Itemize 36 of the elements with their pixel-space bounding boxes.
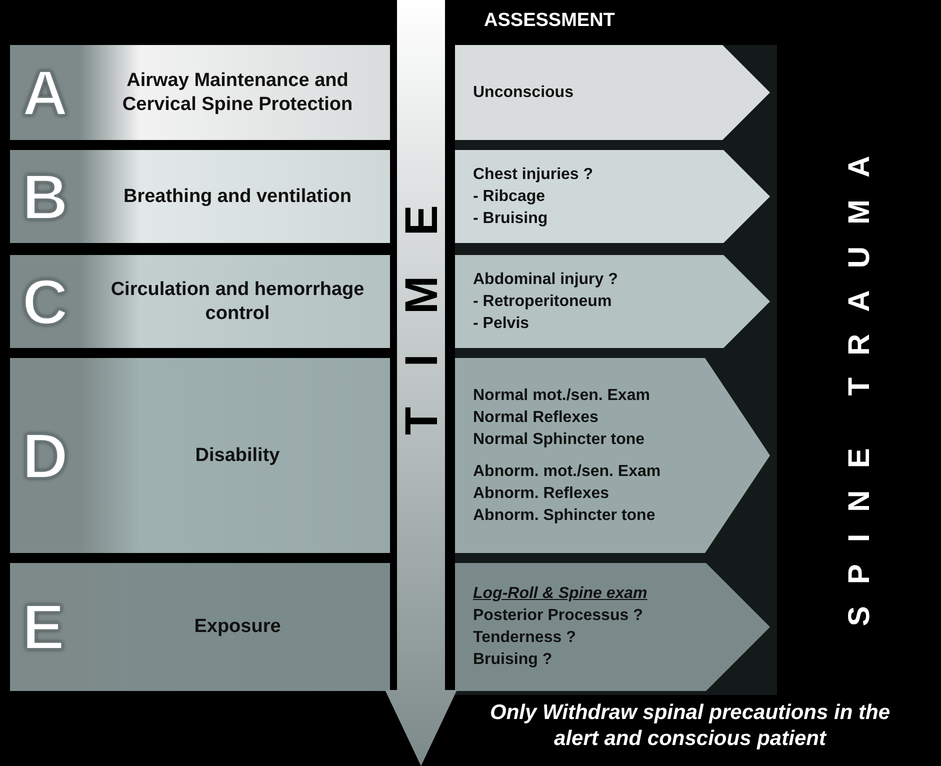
assessment-item: Abnorm. mot./sen. Exam xyxy=(473,462,661,482)
assessment-item: - Pelvis xyxy=(473,314,530,334)
abcde-band xyxy=(10,45,390,140)
step-title: Airway Maintenance and Cervical Spine Protection xyxy=(121,68,354,116)
abcde-band xyxy=(10,358,390,553)
assessment-item: Posterior Processus ? xyxy=(473,606,644,626)
step-letter: E xyxy=(22,595,65,659)
abcde-band xyxy=(10,563,390,691)
assessment-item: Chest injuries ? xyxy=(473,164,594,184)
assessment-item: Abnorm. Sphincter tone xyxy=(473,506,656,526)
step-title: Disability xyxy=(194,444,281,468)
assessment-item: - Retroperitoneum xyxy=(473,292,613,312)
time-label: TIME xyxy=(394,165,448,435)
abcde-band xyxy=(10,255,390,348)
assessment-item: Log-Roll & Spine exam xyxy=(473,584,648,604)
assessment-item: Unconscious xyxy=(473,82,574,102)
step-letter: A xyxy=(22,60,68,124)
step-letter: D xyxy=(22,424,68,488)
footnote: Only Withdraw spinal precautions in the alert and conscious patient xyxy=(488,700,892,752)
step-letter: B xyxy=(22,164,68,228)
assessment-item: Tenderness ? xyxy=(473,628,577,648)
assessment-item: - Ribcage xyxy=(473,186,546,206)
step-letter: C xyxy=(22,270,68,334)
column-header: ASSESSMENT xyxy=(484,10,615,32)
step-title: Circulation and hemorrhage control xyxy=(110,278,366,326)
step-title: Breathing and ventilation xyxy=(122,184,353,208)
assessment-item: - Bruising xyxy=(473,208,549,228)
abcde-band xyxy=(10,150,390,243)
assessment-item: Bruising ? xyxy=(473,650,554,670)
side-title: SPINE TRAUMA xyxy=(843,134,877,626)
assessment-item: Normal Sphincter tone xyxy=(473,430,646,450)
assessment-item: Normal Reflexes xyxy=(473,408,600,428)
step-title: Exposure xyxy=(193,615,282,639)
assessment-item: Abdominal injury ? xyxy=(473,270,618,290)
assessment-item: Abnorm. Reflexes xyxy=(473,484,610,504)
assessment-item: Normal mot./sen. Exam xyxy=(473,386,651,406)
